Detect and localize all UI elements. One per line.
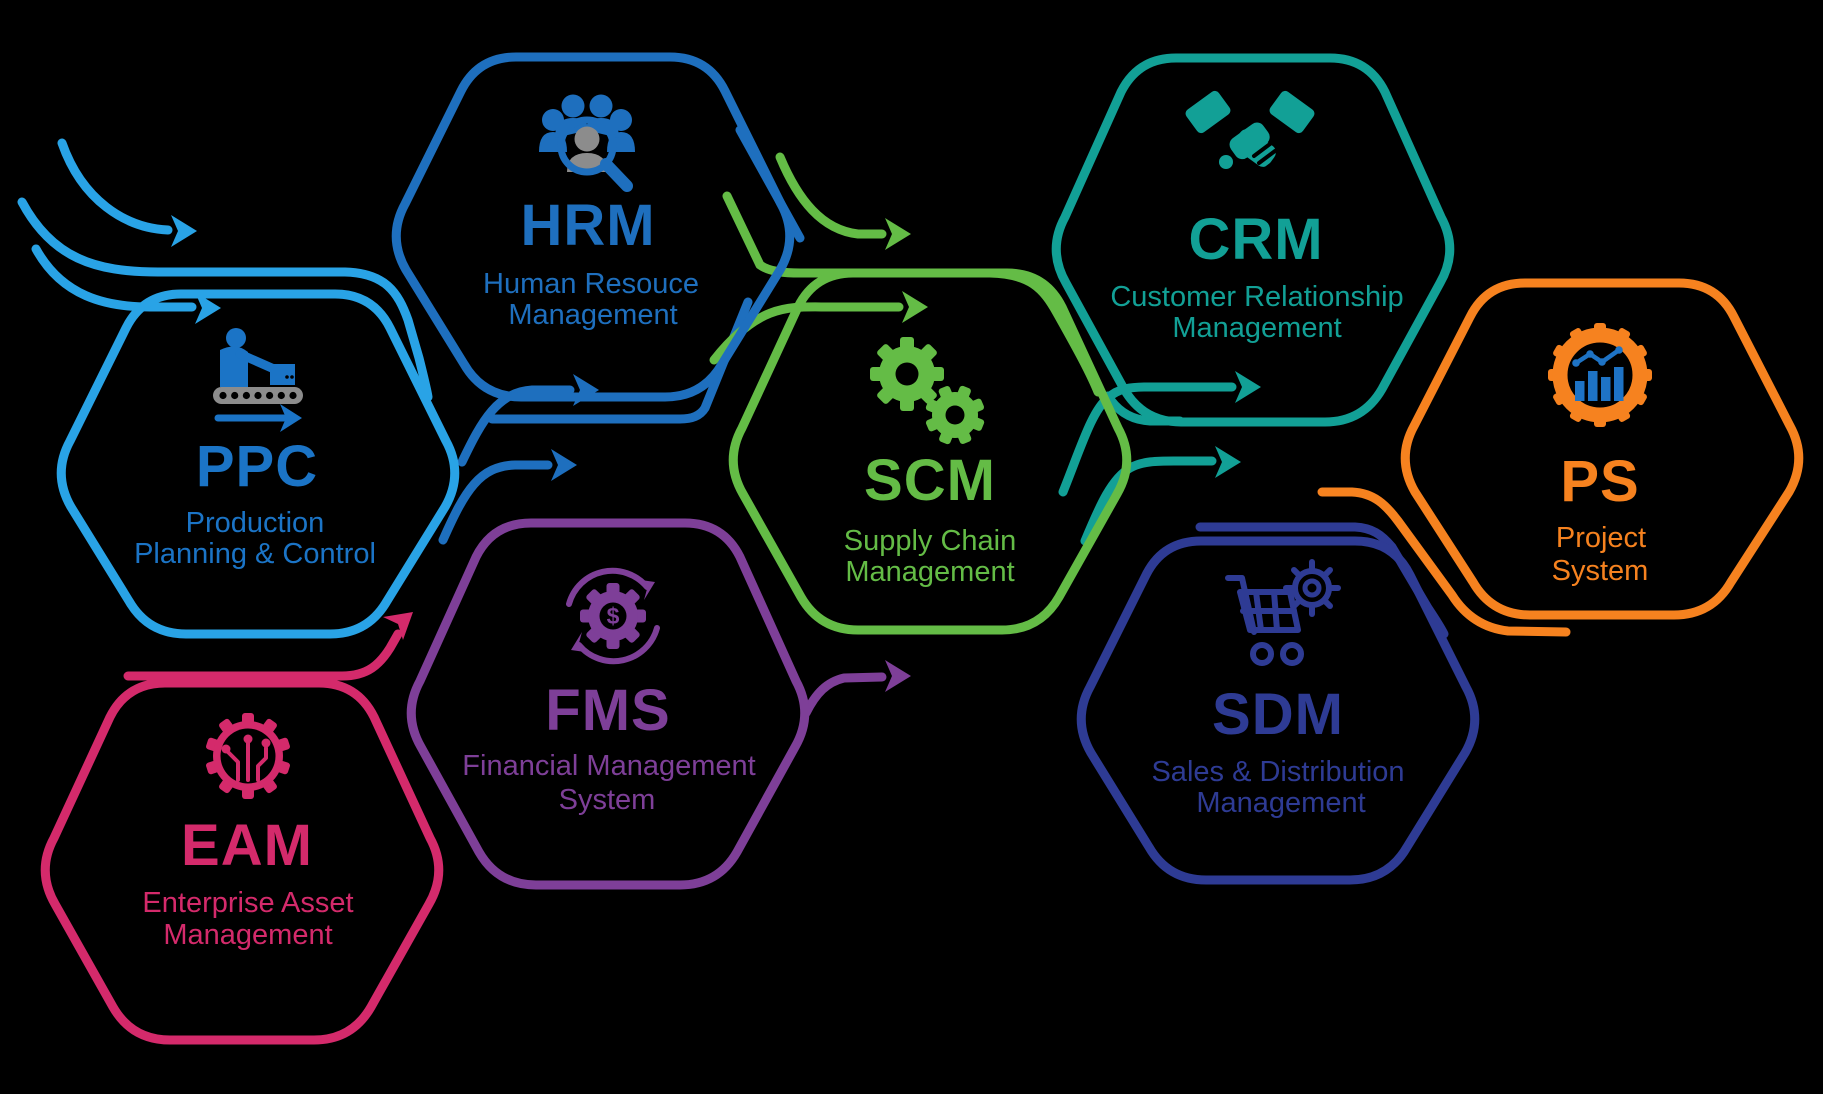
module-scm: SCM Supply Chain Management <box>728 268 1132 635</box>
ps-name-line2: System <box>1552 555 1649 587</box>
arrow-teal-2 <box>1080 456 1217 546</box>
gear-chart-icon <box>1548 323 1652 427</box>
eam-hexagon <box>40 678 444 1045</box>
scm-title: SCM <box>864 448 996 513</box>
gears-icon <box>870 337 985 445</box>
eam-name-line2: Management <box>163 919 332 951</box>
gear-circuit-icon <box>206 713 290 799</box>
arrowhead-purple <box>885 660 911 692</box>
module-ppc: PPC Production Planning & Control <box>56 289 460 639</box>
arrowhead-teal-2 <box>1215 446 1241 478</box>
arrow-green-1 <box>775 152 887 239</box>
hrm-name-line2: Management <box>508 299 677 331</box>
module-eam: EAM Enterprise Asset Management <box>40 678 444 1045</box>
crm-hexagon <box>1051 53 1455 427</box>
arrows-hrm-junction <box>438 125 805 545</box>
module-ps: PS Project System <box>1400 278 1804 620</box>
ppc-title: PPC <box>196 434 318 499</box>
arrow-teal-tail <box>1103 391 1185 426</box>
arrow-in-top <box>57 138 173 235</box>
people-search-icon <box>539 94 635 192</box>
arrow-green-2 <box>709 302 904 365</box>
crm-name-line1: Customer Relationship <box>1110 281 1403 313</box>
arrow-blue-line <box>487 297 753 424</box>
arrow-teal-1 <box>1058 382 1237 497</box>
ps-name-line1: Project <box>1556 522 1646 554</box>
hrm-name-line1: Human Resouce <box>483 268 699 300</box>
fms-hexagon <box>406 518 810 890</box>
sdm-title: SDM <box>1212 682 1344 747</box>
gear-dollar-sync-icon: $ <box>566 567 660 665</box>
worker-conveyor-icon <box>213 328 303 432</box>
arrow-swoosh-long <box>17 197 433 402</box>
arrow-pink <box>123 629 403 681</box>
ppc-hexagon <box>56 289 460 639</box>
module-hrm: HRM Human Resouce Management <box>391 52 795 402</box>
arrows-crm-junction <box>1058 371 1261 546</box>
arrowhead-in-top <box>171 215 197 247</box>
arrow-eam-out <box>123 612 413 681</box>
bar-chart-glyph <box>1575 367 1624 401</box>
module-crm: CRM Customer Relationship Management <box>1051 53 1455 427</box>
arrowhead-green-1 <box>885 218 911 250</box>
hrm-title: HRM <box>520 193 655 258</box>
fms-name-line2: System <box>559 784 656 816</box>
sdm-hexagon <box>1076 536 1480 885</box>
scm-name-line2: Management <box>845 556 1014 588</box>
arrow-fms-out <box>801 660 911 718</box>
arrow-blue-1 <box>438 460 553 545</box>
crm-name-line2: Management <box>1172 312 1341 344</box>
arrow-ps-swoosh <box>1317 487 1571 637</box>
arrow-purple <box>801 672 887 718</box>
eam-title: EAM <box>181 813 313 878</box>
ps-hexagon <box>1400 278 1804 620</box>
sdm-name-line1: Sales & Distribution <box>1151 756 1404 788</box>
handshake-icon <box>1185 90 1315 172</box>
sdm-name-line2: Management <box>1196 787 1365 819</box>
crm-title: CRM <box>1188 207 1323 272</box>
ppc-name-line1: Production <box>186 507 325 539</box>
scm-hexagon <box>728 268 1132 635</box>
arrowhead-in-mid <box>195 292 221 324</box>
arrow-blue-2 <box>457 385 575 467</box>
cart-gear-icon <box>1225 559 1341 666</box>
arrowhead-green-2 <box>902 291 928 323</box>
ps-title: PS <box>1560 449 1639 514</box>
module-sdm: SDM Sales & Distribution Management <box>1076 536 1480 885</box>
hrm-hexagon <box>391 52 795 402</box>
fms-name-line1: Financial Management <box>462 750 755 782</box>
eam-name-line1: Enterprise Asset <box>142 887 353 919</box>
ppc-name-line2: Planning & Control <box>134 538 376 570</box>
module-fms: $ FMS Financial Management System <box>406 518 810 890</box>
arrowhead-teal-1 <box>1235 371 1261 403</box>
scm-name-line1: Supply Chain <box>844 525 1017 557</box>
arrowhead-blue-1 <box>551 449 577 481</box>
fms-title: FMS <box>545 678 670 743</box>
arrowhead-pink <box>383 612 413 640</box>
arrow-orange-line <box>1317 487 1571 637</box>
dollar-glyph: $ <box>607 603 620 629</box>
